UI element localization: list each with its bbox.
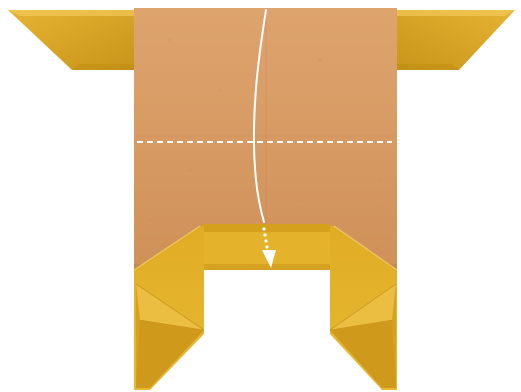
left-top-flap — [8, 10, 134, 70]
left-leg-flap — [133, 225, 205, 390]
right-leg-flap — [329, 225, 398, 390]
curved-fold-arrow-icon — [252, 9, 276, 268]
inner-yellow-strip — [202, 224, 330, 270]
right-top-flap — [397, 10, 515, 70]
